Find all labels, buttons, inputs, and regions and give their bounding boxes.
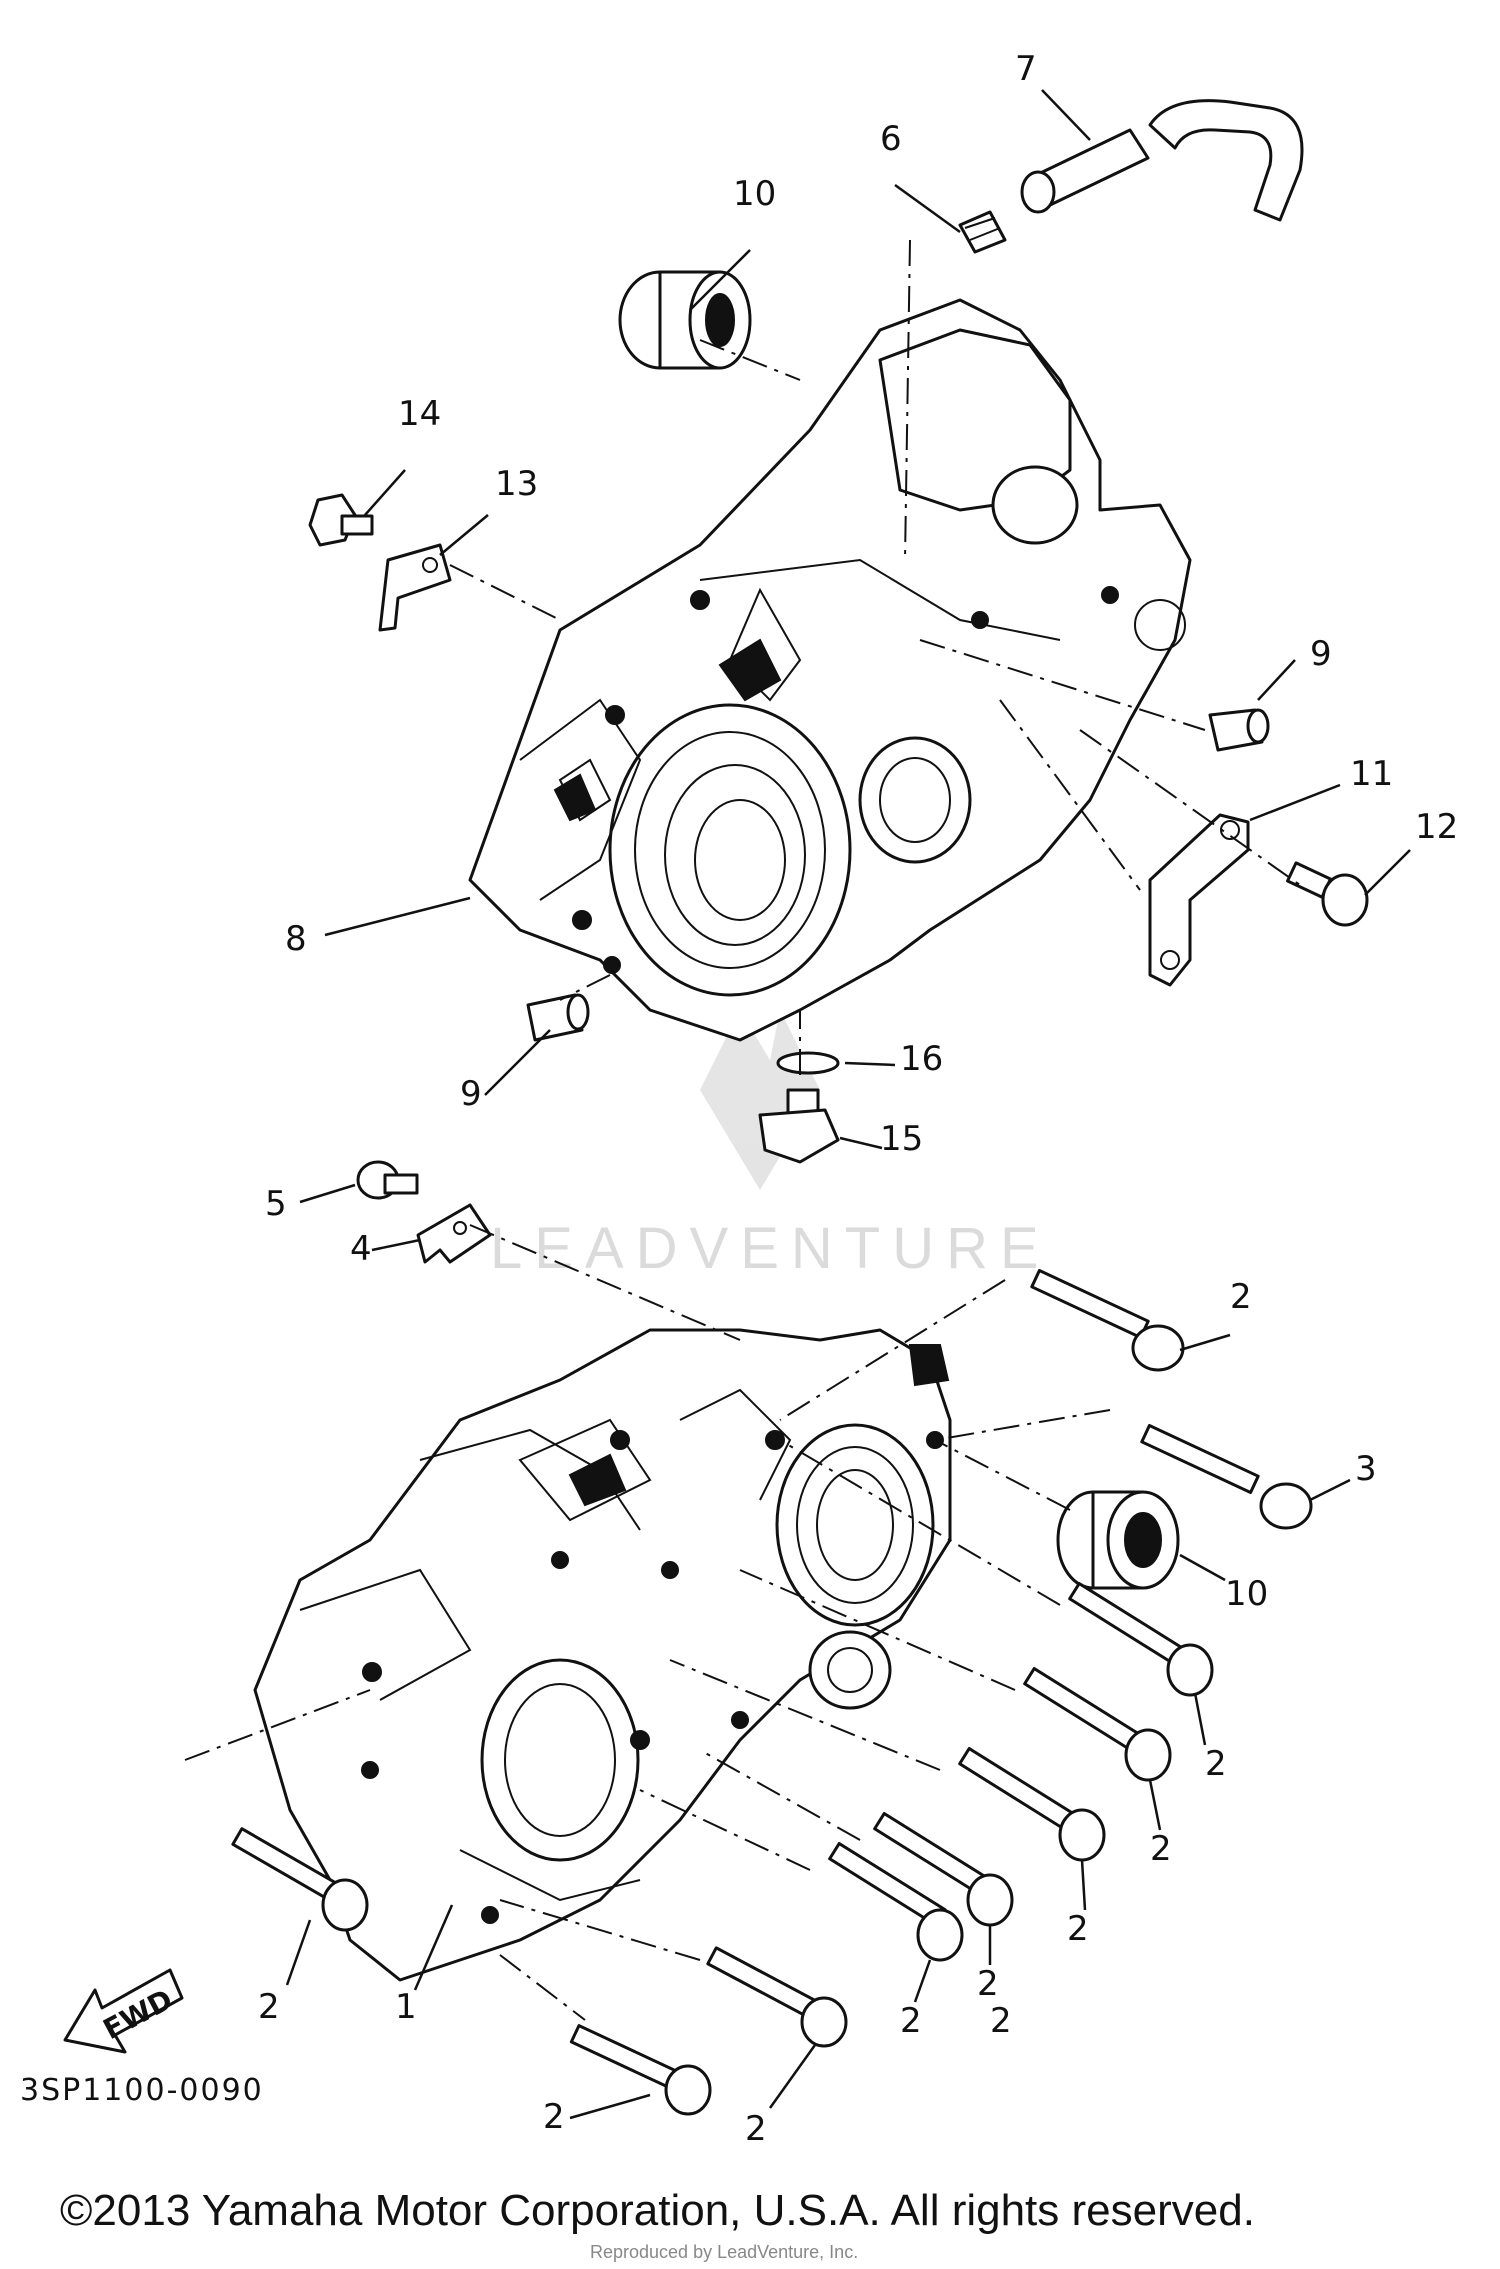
callout-3: 3	[1355, 1449, 1377, 1489]
callout-2-a: 2	[1230, 1277, 1252, 1317]
alignment-lines	[184, 239, 1301, 2021]
bolt-2-f	[828, 1842, 964, 1962]
bolt-3	[1140, 1423, 1313, 1530]
screw-12	[1286, 861, 1369, 927]
callout-7: 7	[1015, 49, 1037, 89]
callout-5: 5	[265, 1184, 287, 1224]
upper-crankcase-half	[468, 298, 1192, 1042]
drain-bolt-15	[758, 1088, 840, 1164]
watermark-text: LEADVENTURE	[490, 1216, 1051, 1281]
callout-4: 4	[350, 1229, 372, 1269]
dowel-9-left	[526, 993, 590, 1042]
callout-1: 1	[395, 1987, 417, 2027]
bolt-2-e	[873, 1812, 1014, 1927]
bearing-10-upper	[618, 270, 752, 370]
callout-2-e: 2	[977, 1964, 999, 2004]
lower-crankcase-half	[253, 1328, 952, 1982]
callout-14: 14	[398, 394, 441, 434]
callout-11: 11	[1350, 754, 1393, 794]
callout-13: 13	[495, 464, 538, 504]
callout-9-right: 9	[1310, 634, 1332, 674]
bolt-2-g	[706, 1946, 848, 2048]
callout-2-c: 2	[1150, 1829, 1172, 1869]
leader-lines	[285, 89, 1411, 2120]
diagram-code: 3SP1100-0090	[20, 2073, 264, 2108]
callout-2-d: 2	[1067, 1909, 1089, 1949]
callout-6: 6	[880, 119, 902, 159]
reproduced-by-notice: Reproduced by LeadVenture, Inc.	[590, 2242, 858, 2262]
washer-16	[776, 1051, 840, 1075]
callout-2-b: 2	[1205, 1744, 1227, 1784]
pipe-7	[1020, 128, 1150, 214]
plate-11	[1148, 813, 1250, 987]
callout-8: 8	[285, 919, 307, 959]
bracket-4	[416, 1203, 492, 1264]
callout-2-i: 2	[543, 2097, 565, 2137]
callout-2-f: 2	[900, 2001, 922, 2041]
bolts-group	[231, 1268, 1313, 2116]
callout-10-lower: 10	[1225, 1574, 1268, 1614]
copyright-notice: ©2013 Yamaha Motor Corporation, U.S.A. A…	[60, 2186, 1255, 2235]
breather-hose	[1148, 99, 1304, 222]
callouts: 1 2 3 10 2 2 2 2 2 2 2 2 2 4 5 6 7 8 9 9…	[258, 49, 1458, 2149]
callout-2-h: 2	[258, 1987, 280, 2027]
dowel-9-right	[1208, 708, 1270, 752]
callout-16: 16	[900, 1039, 943, 1079]
callout-15: 15	[880, 1119, 923, 1159]
callout-10-upper: 10	[733, 174, 776, 214]
callout-2-g: 2	[745, 2109, 767, 2149]
bolt-2-i	[569, 2024, 712, 2116]
bearing-10-lower	[1056, 1490, 1180, 1590]
bolt-2-a	[1030, 1268, 1185, 1372]
bracket-13	[378, 543, 452, 632]
nipple-6	[958, 210, 1007, 254]
callout-12: 12	[1415, 807, 1458, 847]
bolt-2-h	[231, 1827, 369, 1932]
bolt-14	[308, 493, 374, 547]
screw-5	[356, 1160, 419, 1200]
bolt-2-d	[958, 1747, 1106, 1862]
forward-arrow-icon: FWD	[63, 1968, 184, 2054]
bolt-2-b	[1068, 1582, 1214, 1697]
callout-9-left: 9	[460, 1074, 482, 1114]
bolt-2-c	[1023, 1667, 1172, 1782]
callout-2-j: 2	[990, 2001, 1012, 2041]
